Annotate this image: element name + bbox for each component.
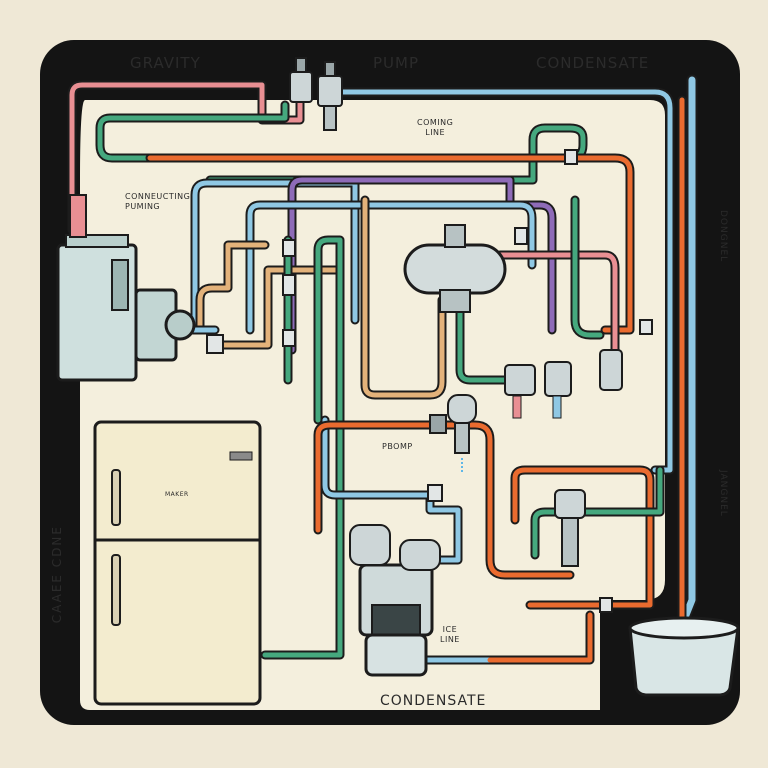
label-right-vertical-bottom: JANGNEL bbox=[718, 470, 728, 517]
label-ice: ICE bbox=[442, 625, 458, 634]
label-coming: COMING bbox=[417, 118, 454, 127]
valve-top-right[interactable] bbox=[317, 61, 343, 131]
condensate-bucket[interactable] bbox=[628, 616, 740, 697]
valve-cluster-right[interactable] bbox=[504, 349, 623, 419]
label-condensate-bottom: CONDENSATE bbox=[380, 693, 487, 709]
pipe-network bbox=[67, 74, 698, 665]
label-ice-line-2: LINE bbox=[440, 635, 460, 644]
pbomp-valve[interactable] bbox=[429, 394, 477, 454]
label-ice-line: ICE LINE bbox=[440, 625, 460, 645]
label-pbomp: PBOMP bbox=[382, 442, 413, 451]
label-pump-top: PUMP bbox=[373, 54, 420, 72]
label-coming-line: COMING LINE bbox=[417, 118, 453, 138]
label-gravity: GRAVITY bbox=[130, 54, 201, 72]
label-connecting: CONNEUCTING bbox=[125, 192, 191, 201]
refrigerator[interactable] bbox=[93, 420, 262, 706]
label-connecting-pumping: CONNEUCTING PUMING bbox=[125, 192, 190, 212]
fridge-badge: MAKER bbox=[165, 491, 189, 498]
condensate-pump[interactable] bbox=[349, 524, 441, 677]
label-pumping: PUMING bbox=[125, 202, 161, 211]
label-condensate-top: CONDENSATE bbox=[536, 54, 650, 72]
valve-lower-right[interactable] bbox=[554, 489, 586, 567]
label-left-vertical: CAAEE CDNE bbox=[50, 525, 64, 624]
pump-tank[interactable] bbox=[403, 224, 507, 313]
label-coming-line-2: LINE bbox=[425, 128, 446, 137]
hvac-unit[interactable] bbox=[56, 194, 196, 382]
valve-top-left[interactable] bbox=[289, 57, 313, 103]
label-right-vertical-top: DONGNEL bbox=[718, 210, 728, 263]
fittings bbox=[206, 149, 653, 613]
